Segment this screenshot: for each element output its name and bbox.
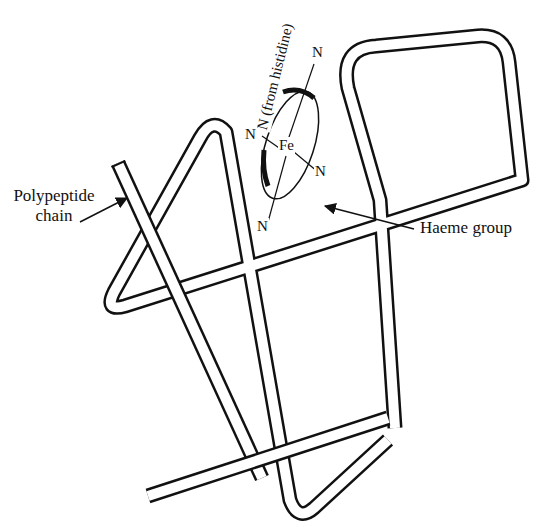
part-label: Polypeptide chain [4,186,104,225]
part-label: Haeme group [420,218,512,238]
atom-label: N [311,44,324,61]
atom-label: N [314,163,327,180]
atom-label: Fe [278,137,295,154]
leader-lines [80,198,414,229]
polypeptide-tube [111,36,522,514]
haeme-group [250,64,330,222]
atom-label: N [256,218,269,235]
atom-label: N [244,126,257,143]
